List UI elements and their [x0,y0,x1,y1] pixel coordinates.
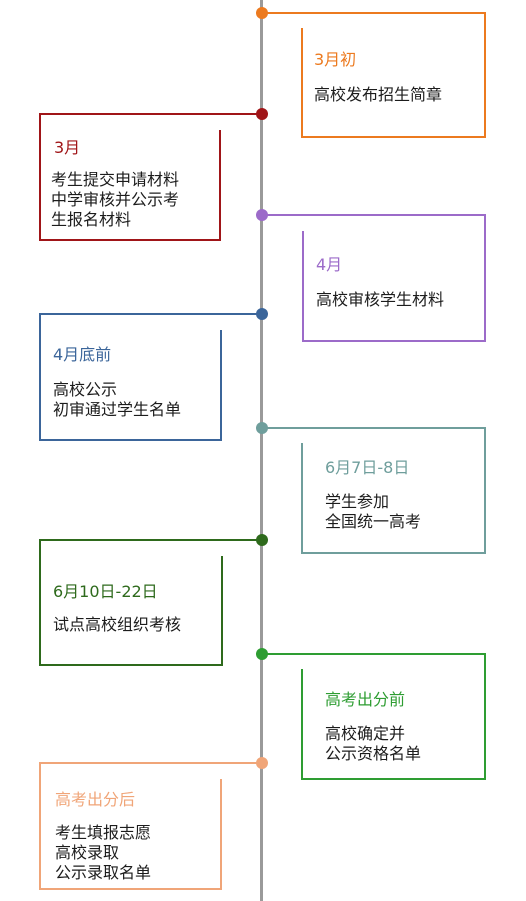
event-box-right [301,12,486,138]
event-description: 学生参加 全国统一高考 [325,492,422,531]
event-box-right [302,214,486,342]
event-box-left [39,539,223,666]
event-date: 4月底前 [53,345,112,364]
box-tick [221,556,223,666]
box-tick [301,443,303,554]
event-box-right [301,427,486,554]
event-description: 高校确定并 公示资格名单 [325,724,422,763]
event-date: 3月初 [314,50,357,69]
event-date: 6月10日-22日 [53,582,158,601]
event-date: 高考出分前 [325,690,406,709]
event-description: 试点高校组织考核 [53,615,182,634]
event-box-left [39,113,221,241]
timeline-dot [256,108,268,120]
event-description: 考生提交申请材料 中学审核并公示考 生报名材料 [51,170,180,229]
event-box-left [39,762,222,890]
box-tick [301,669,303,780]
event-date: 4月 [316,255,343,274]
timeline-dot [256,757,268,769]
event-date: 3月 [54,138,81,157]
event-description: 高校公示 初审通过学生名单 [53,380,182,419]
timeline-dot [256,534,268,546]
box-tick [301,28,303,138]
timeline-dot [256,308,268,320]
box-tick [220,330,222,441]
box-tick [302,231,304,342]
event-description: 高校审核学生材料 [316,290,445,309]
event-description: 考生填报志愿 高校录取 公示录取名单 [55,823,152,882]
box-tick [220,779,222,890]
event-date: 6月7日-8日 [325,458,410,477]
event-box-right [301,653,486,780]
event-date: 高考出分后 [55,790,136,809]
event-description: 高校发布招生简章 [314,85,443,104]
box-tick [219,130,221,241]
timeline-axis [260,0,263,901]
event-box-left [39,313,222,441]
